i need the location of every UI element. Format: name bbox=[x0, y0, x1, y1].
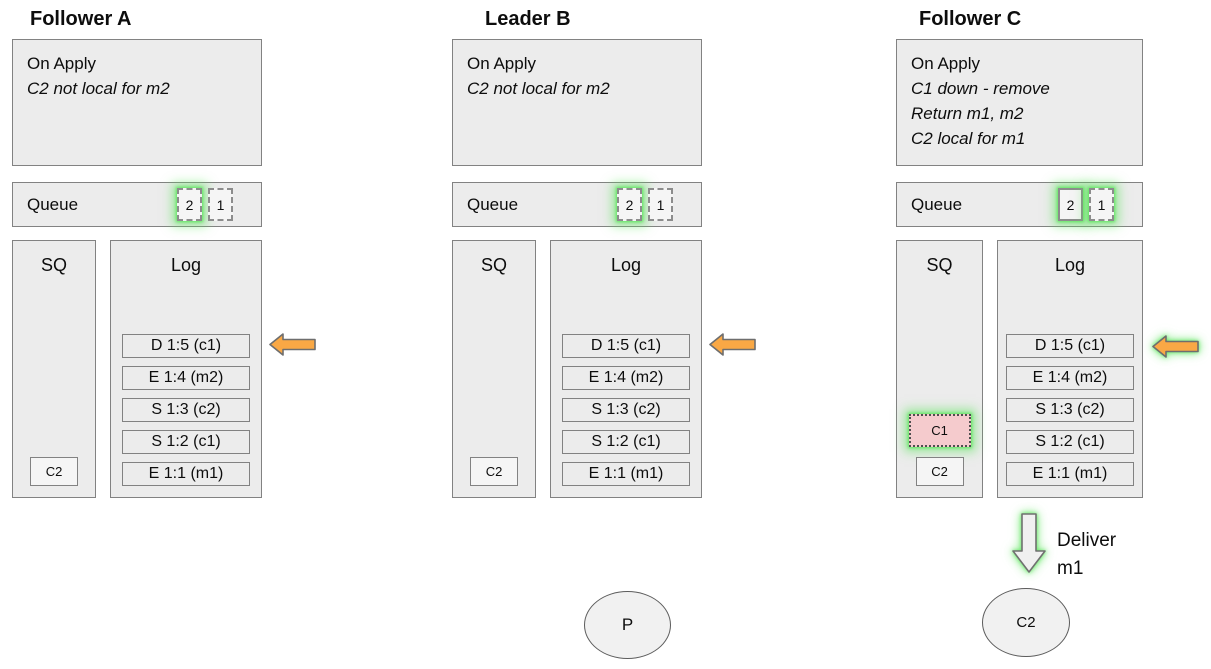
log-entry: E 1:4 (m2) bbox=[1006, 366, 1134, 390]
log-entry: D 1:5 (c1) bbox=[122, 334, 250, 358]
sq-label: SQ bbox=[480, 255, 507, 275]
queue-box: Queue 2 1 bbox=[896, 182, 1143, 227]
on-apply-heading: On Apply bbox=[467, 54, 536, 73]
log-label: Log bbox=[170, 255, 202, 275]
sq-item-c2: C2 bbox=[30, 457, 78, 486]
column-follower-c: Follower C On Apply C1 down - remove Ret… bbox=[896, 0, 1143, 498]
queue-slot-1: 1 bbox=[648, 188, 673, 221]
consumer-ellipse: C2 bbox=[982, 588, 1070, 657]
on-apply-heading: On Apply bbox=[911, 54, 980, 73]
on-apply-heading: On Apply bbox=[27, 54, 96, 73]
storage-row: SQ C2 Log D 1:5 (c1) E 1:4 (m2) S 1:3 (c… bbox=[452, 240, 702, 498]
queue-slot-2: 2 bbox=[1058, 188, 1083, 221]
queue-box: Queue 2 1 bbox=[12, 182, 262, 227]
queue-slots: 2 1 bbox=[1058, 188, 1114, 221]
sq-items: C2 bbox=[453, 457, 535, 497]
log-entry: D 1:5 (c1) bbox=[562, 334, 690, 358]
storage-row: SQ C2 Log D 1:5 (c1) E 1:4 (m2) S 1:3 (c… bbox=[12, 240, 262, 498]
queue-slots: 2 1 bbox=[617, 188, 673, 221]
log-entries: D 1:5 (c1) E 1:4 (m2) S 1:3 (c2) S 1:2 (… bbox=[998, 334, 1142, 497]
on-apply-note: C2 not local for m2 bbox=[27, 79, 170, 98]
process-ellipse: P bbox=[584, 591, 671, 659]
sq-items: C2 bbox=[13, 457, 95, 497]
on-apply-box: On Apply C1 down - remove Return m1, m2 … bbox=[896, 39, 1143, 166]
log-entry: E 1:1 (m1) bbox=[122, 462, 250, 486]
log-entry: S 1:3 (c2) bbox=[122, 398, 250, 422]
deliver-label-line: Deliver bbox=[1057, 530, 1117, 551]
log-label: Log bbox=[1054, 255, 1086, 275]
sq-item-c1-removed: C1 bbox=[908, 414, 971, 447]
log-entry: S 1:2 (c1) bbox=[562, 430, 690, 454]
log-entry: S 1:3 (c2) bbox=[562, 398, 690, 422]
log-entry: E 1:4 (m2) bbox=[122, 366, 250, 390]
queue-slot-2: 2 bbox=[617, 188, 642, 221]
log-entry: D 1:5 (c1) bbox=[1006, 334, 1134, 358]
deliver-label-line: m1 bbox=[1057, 558, 1084, 579]
left-arrow-icon bbox=[709, 333, 756, 356]
log-box: Log D 1:5 (c1) E 1:4 (m2) S 1:3 (c2) S 1… bbox=[997, 240, 1143, 498]
queue-slot-1: 1 bbox=[1089, 188, 1114, 221]
on-apply-note: C2 not local for m2 bbox=[467, 79, 610, 98]
sq-label: SQ bbox=[40, 255, 67, 275]
queue-label: Queue bbox=[467, 194, 519, 214]
log-label: Log bbox=[610, 255, 642, 275]
column-title: Follower A bbox=[30, 8, 132, 30]
left-arrow-icon bbox=[1152, 335, 1199, 358]
log-entry: S 1:2 (c1) bbox=[1006, 430, 1134, 454]
deliver-label: Deliver m1 bbox=[1057, 527, 1116, 583]
log-entry: E 1:1 (m1) bbox=[562, 462, 690, 486]
log-box: Log D 1:5 (c1) E 1:4 (m2) S 1:3 (c2) S 1… bbox=[550, 240, 702, 498]
sq-label: SQ bbox=[926, 255, 953, 275]
down-arrow-icon bbox=[1012, 513, 1046, 573]
on-apply-note: Return m1, m2 bbox=[911, 104, 1024, 123]
on-apply-box: On Apply C2 not local for m2 bbox=[12, 39, 262, 166]
queue-slots: 2 1 bbox=[177, 188, 233, 221]
on-apply-note: C2 local for m1 bbox=[911, 129, 1026, 148]
log-entries: D 1:5 (c1) E 1:4 (m2) S 1:3 (c2) S 1:2 (… bbox=[551, 334, 701, 497]
queue-label: Queue bbox=[27, 194, 79, 214]
on-apply-box: On Apply C2 not local for m2 bbox=[452, 39, 702, 166]
log-entry: S 1:3 (c2) bbox=[1006, 398, 1134, 422]
queue-slot-1: 1 bbox=[208, 188, 233, 221]
column-leader-b: Leader B On Apply C2 not local for m2 Qu… bbox=[452, 0, 702, 498]
sq-items: C1 C2 bbox=[897, 414, 982, 497]
sq-box: SQ C2 bbox=[12, 240, 96, 498]
sq-item-c2: C2 bbox=[470, 457, 518, 486]
sq-box: SQ C2 bbox=[452, 240, 536, 498]
sq-box: SQ C1 C2 bbox=[896, 240, 983, 498]
log-entries: D 1:5 (c1) E 1:4 (m2) S 1:3 (c2) S 1:2 (… bbox=[111, 334, 261, 497]
log-box: Log D 1:5 (c1) E 1:4 (m2) S 1:3 (c2) S 1… bbox=[110, 240, 262, 498]
log-entry: E 1:4 (m2) bbox=[562, 366, 690, 390]
column-follower-a: Follower A On Apply C2 not local for m2 … bbox=[12, 0, 262, 498]
sq-item-c2: C2 bbox=[915, 457, 964, 486]
left-arrow-icon bbox=[269, 333, 316, 356]
column-title: Leader B bbox=[485, 8, 571, 30]
column-title: Follower C bbox=[919, 8, 1022, 30]
on-apply-note: C1 down - remove bbox=[911, 79, 1050, 98]
storage-row: SQ C1 C2 Log D 1:5 (c1) E 1:4 (m2) S 1:3… bbox=[896, 240, 1143, 498]
log-entry: S 1:2 (c1) bbox=[122, 430, 250, 454]
queue-label: Queue bbox=[911, 194, 963, 214]
log-entry: E 1:1 (m1) bbox=[1006, 462, 1134, 486]
queue-slot-2: 2 bbox=[177, 188, 202, 221]
queue-box: Queue 2 1 bbox=[452, 182, 702, 227]
